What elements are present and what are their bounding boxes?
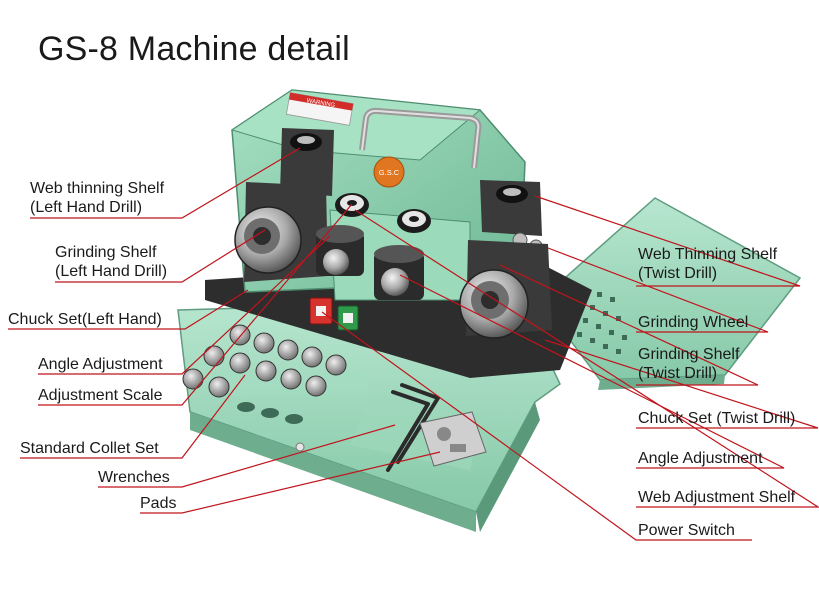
label-chuck-set-left: Chuck Set(Left Hand)	[8, 311, 162, 328]
wrenches	[386, 383, 440, 472]
label-angle-adjustment-right: Angle Adjustment	[638, 450, 763, 467]
label-chuck-set-twist: Chuck Set (Twist Drill)	[638, 410, 796, 427]
gsc-badge: G.S.C	[373, 156, 405, 188]
label-web-adjustment-shelf: Web Adjustment Shelf	[638, 489, 796, 506]
collet-set	[182, 324, 347, 424]
leader-chuck-set-twist	[544, 339, 819, 429]
leader-angle-adjustment-left	[38, 235, 331, 375]
leader-web-thinning-left	[30, 147, 301, 219]
page-title: GS-8 Machine detail	[38, 30, 350, 68]
label-grinding-shelf-left: Grinding Shelf (Left Hand Drill)	[55, 244, 168, 280]
leader-grinding-shelf-twist	[499, 264, 759, 386]
leader-standard-collet-set	[20, 374, 246, 459]
web-thinning-shelf-left	[280, 128, 334, 196]
angle-adjustment-knobs	[316, 225, 424, 300]
label-angle-adjustment-left: Angle Adjustment	[38, 356, 163, 373]
leader-grinding-shelf-left	[55, 229, 266, 283]
label-wrenches: Wrenches	[98, 469, 170, 486]
svg-text:WARNING: WARNING	[306, 98, 336, 109]
chuck-set-left	[234, 206, 302, 274]
leader-pads	[140, 451, 441, 514]
leader-angle-adjustment-right	[399, 274, 785, 469]
power-switch	[309, 297, 359, 331]
label-grinding-shelf-twist: Grinding Shelf (Twist Drill)	[638, 346, 740, 382]
label-standard-collet-set: Standard Collet Set	[20, 440, 159, 457]
leader-adjustment-scale	[38, 203, 353, 406]
leader-web-adjustment-shelf	[354, 209, 819, 508]
svg-text:G.S.C: G.S.C	[379, 168, 400, 177]
label-grinding-wheel: Grinding Wheel	[638, 314, 749, 331]
label-power-switch: Power Switch	[638, 522, 735, 539]
label-web-thinning-shelf-twist: Web Thinning Shelf (Twist Drill)	[638, 246, 778, 282]
label-web-thinning-shelf-left: Web thinning Shelf (Left Hand Drill)	[30, 180, 165, 216]
label-pads: Pads	[140, 495, 177, 512]
leader-grinding-wheel	[547, 247, 769, 333]
adjustment-scale-dials	[335, 193, 431, 233]
label-adjustment-scale: Adjustment Scale	[38, 387, 163, 404]
chuck-set-twist	[459, 269, 529, 339]
leader-power-switch	[321, 311, 752, 541]
leader-wrenches	[98, 424, 396, 488]
leader-web-thinning-twist	[534, 195, 801, 287]
leader-chuck-set-left	[8, 289, 249, 330]
leader-lines	[8, 147, 819, 541]
warning-label: WARNING	[285, 92, 354, 126]
